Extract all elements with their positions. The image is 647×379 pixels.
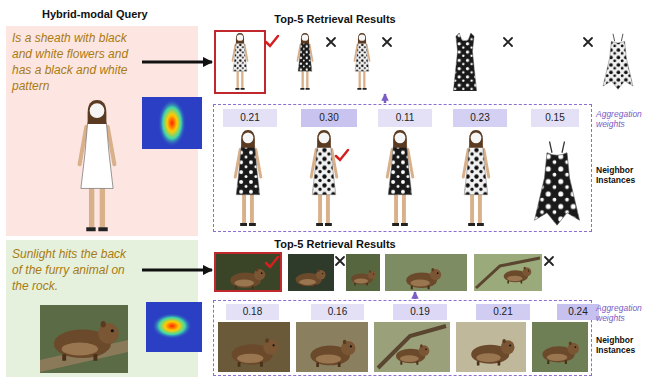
weight-box: 0.23	[453, 109, 507, 127]
neighbor-image	[235, 130, 260, 226]
aggregation-arrow	[414, 292, 417, 299]
weight-value: 0.15	[531, 109, 579, 127]
neighbor-image	[463, 130, 488, 226]
result-image	[297, 33, 312, 90]
neighbor-image	[310, 340, 355, 367]
attention-heatmap	[142, 97, 202, 352]
weight-box: 0.21	[223, 109, 277, 127]
weight-box: 0.16	[311, 304, 364, 320]
result-image	[476, 258, 540, 288]
neighbor-image	[387, 130, 412, 226]
attention-heatmap	[152, 313, 192, 339]
query-photo	[40, 100, 128, 373]
neighbor-image	[542, 342, 579, 364]
weight-box: 0.15	[531, 109, 579, 127]
weight-value: 0.19	[393, 304, 447, 320]
neighbor-label: Neighbor Instances	[596, 165, 642, 185]
query-text-block: Is a sheath with black and white flowers…	[12, 30, 138, 94]
result-image	[346, 254, 380, 291]
weight-box: 0.19	[393, 304, 447, 320]
result-image	[385, 254, 467, 291]
result-image	[603, 34, 633, 90]
result-image	[406, 268, 441, 289]
wrong-mark	[336, 257, 344, 265]
wrong-mark	[327, 38, 592, 265]
query-photo	[80, 100, 115, 231]
neighbor-image	[311, 130, 336, 226]
weight-box: 0.30	[301, 109, 357, 127]
neighbor-image	[535, 142, 580, 226]
connectors	[142, 62, 415, 299]
weight-value: 0.23	[453, 109, 507, 127]
weight-value: 0.21	[223, 109, 277, 127]
query-text: Is a sheath with black and white flowers…	[12, 30, 138, 94]
neighbor-image	[396, 344, 429, 364]
weight-value: 0.16	[311, 304, 364, 320]
correct-mark	[266, 36, 348, 267]
correct-mark	[266, 36, 278, 46]
result-image	[354, 33, 369, 90]
wrong-mark	[327, 38, 335, 46]
result-image	[215, 31, 265, 93]
neighbor-image	[296, 322, 368, 372]
result-image	[215, 253, 281, 291]
neighbor-label: Neighbor Instances	[596, 335, 642, 355]
result-image	[215, 31, 633, 291]
result-image	[453, 33, 476, 91]
query-panel	[6, 26, 198, 236]
figure-label: Hybrid-modal Query	[42, 8, 148, 21]
query-photo	[54, 321, 119, 361]
result-image	[351, 270, 376, 285]
attention-heatmap	[158, 99, 186, 147]
neighbor-image	[232, 338, 279, 366]
weight-box: 0.11	[378, 109, 432, 127]
query-arrow	[142, 269, 212, 272]
weight-box: 0.24	[557, 304, 599, 320]
weights-label: Aggregation weights	[596, 109, 642, 129]
neighbor-panel: Aggregation weightsNeighbor Instances0.1…	[213, 300, 592, 376]
correct-mark	[336, 150, 348, 160]
neighbor-image	[218, 130, 588, 372]
query-text: Sunlight hits the back of the furry anim…	[12, 246, 138, 294]
neighbor-image	[374, 322, 450, 372]
weight-value: 0.24	[557, 304, 599, 320]
neighbor-image	[456, 322, 526, 372]
neighbor-image	[532, 322, 588, 372]
correct-mark	[266, 257, 278, 267]
result-image	[232, 33, 247, 90]
wrong-mark	[545, 257, 553, 265]
weights-label: Aggregation weights	[596, 303, 642, 323]
result-image	[288, 254, 334, 291]
query-text-block: Sunlight hits the back of the furry anim…	[12, 246, 138, 294]
weight-box: 0.21	[476, 304, 530, 320]
attention-heatmap	[142, 97, 202, 149]
wrong-mark	[504, 38, 512, 46]
aggregation-arrow	[384, 94, 387, 103]
weight-value: 0.18	[226, 304, 279, 320]
results-heading: Top-5 Retrieval Results	[255, 238, 415, 251]
query-panel	[6, 26, 198, 377]
weight-value: 0.11	[378, 109, 432, 127]
wrong-mark	[383, 38, 391, 46]
weight-value: 0.30	[301, 109, 357, 127]
retrieval-results: Top-5 Retrieval Results	[213, 238, 645, 291]
result-image	[474, 254, 542, 291]
result-image	[230, 268, 265, 289]
query-arrow	[142, 61, 212, 64]
neighbor-panel: Aggregation weightsNeighbor Instances0.2…	[213, 104, 592, 232]
weight-value: 0.21	[476, 304, 530, 320]
query-photo	[40, 305, 128, 373]
attention-heatmap	[146, 302, 202, 352]
result-image	[296, 269, 326, 287]
result-image	[504, 267, 532, 284]
results-heading: Top-5 Retrieval Results	[255, 13, 415, 26]
neighbor-image	[218, 322, 290, 372]
neighbor-image	[378, 326, 446, 368]
weight-box: 0.18	[226, 304, 279, 320]
retrieval-results: Top-5 Retrieval Results	[213, 13, 645, 93]
wrong-mark	[584, 38, 592, 46]
neighbor-image	[471, 339, 514, 365]
